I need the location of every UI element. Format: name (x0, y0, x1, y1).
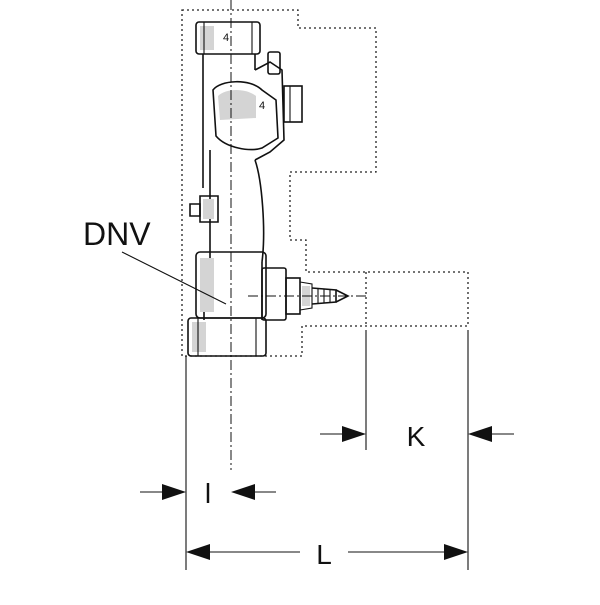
top-body-mark: 4 (223, 32, 229, 44)
dimension-l-small: l (140, 478, 276, 509)
dimension-k-label: K (407, 421, 426, 452)
dimension-L-label: L (316, 539, 332, 570)
valve-housing (212, 80, 279, 151)
upper-nozzle (267, 51, 281, 75)
dimension-l-small-label: l (205, 478, 211, 509)
actuator-block (283, 85, 303, 123)
L-arrowhead-left (186, 544, 210, 560)
k-arrowhead-right (468, 426, 492, 442)
k-arrowhead-left (342, 426, 366, 442)
dimension-l-large: L (186, 539, 468, 570)
bottom-coupling (187, 317, 267, 357)
L-arrowhead-right (444, 544, 468, 560)
component-label: DNV (83, 216, 151, 252)
branch-nozzle (261, 267, 350, 321)
middle-body-mark: 4 (259, 100, 265, 112)
dimension-k: K (320, 421, 514, 452)
extension-lines (185, 330, 469, 570)
l-arrowhead-right (231, 484, 255, 500)
l-arrowhead-left (162, 484, 186, 500)
installation-envelope (181, 9, 469, 357)
pipe-body (187, 21, 303, 357)
top-coupling (195, 21, 261, 55)
component-leader-line (121, 251, 227, 305)
center-lines (230, 0, 366, 470)
